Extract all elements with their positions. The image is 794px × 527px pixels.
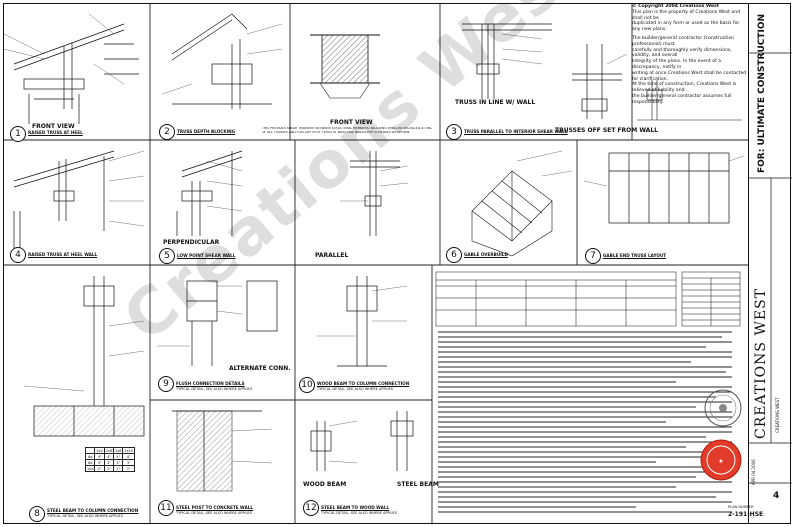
detail-6-number: 6 [446,247,462,263]
detail-8-note: TYPICAL DETAIL, SEE ALSO WHERE APPLIES [47,514,123,518]
detail-5-view2-label: PARALLEL [315,252,349,259]
detail-2-title: TRUSS DEPTH BLOCKING [177,129,236,134]
detail-6-title: GABLE OVERBUILD [464,252,508,257]
general-notes-block [438,331,732,513]
detail-10-drawing [317,276,408,367]
detail-8-number: 8 [29,506,45,522]
detail-5-parallel-drawing [340,151,409,236]
detail-9-number: 9 [158,376,174,392]
detail-8-title: STEEL BEAM TO COLUMN CONNECTION [47,508,139,513]
svg-text:★: ★ [718,458,723,465]
detail-1-view-label: FRONT VIEW [32,123,75,130]
title-block: FOR: ULTIMATE CONSTRUCTION CREATIONS WES… [748,3,792,524]
detail-3-number: 3 [446,124,462,140]
copyright-text: carefully and thoroughly verify dimensio… [632,47,732,59]
detail-10-title: WOOD BEAM TO COLUMN CONNECTION [317,381,410,386]
detail-3-drawing [462,23,628,119]
detail-9-drawing [157,280,278,366]
detail-8-drawing [23,276,145,437]
detail-4-drawing [13,150,145,251]
copyright-text: integrity of the plans. In the event of … [632,59,721,70]
detail-3-view-label: TRUSS IN LINE W/ WALL [455,99,536,106]
detail-6-drawing [471,150,573,257]
copyright-line: © Copyright 2004 Creations West [632,4,719,9]
detail-11-title: STEEL POST TO CONCRETE WALL [176,505,254,510]
detail-5-title: LOW POINT SHEAR WALL [177,253,236,258]
copyright-text: duplicated in any form or used as the ba… [632,21,740,33]
page-number: 4 [773,491,780,501]
detail-5-view-label: PERPENDICULAR [163,239,220,246]
detail-5-drawing [176,150,243,236]
detail-5-number: 5 [159,248,175,264]
detail-2-number: 2 [159,124,175,140]
detail-7-number: 7 [585,248,601,264]
copyright-detail-drawing [637,80,742,121]
copyright-notice: © Copyright 2004 Creations West This pla… [632,4,748,106]
plan-number: 2-191-HSE [728,511,764,518]
header-schedule-table [435,271,741,327]
detail-10-note: TYPICAL DETAIL, SEE ALSO WHERE APPLIES [317,387,393,391]
detail-1-drawing [3,13,139,124]
detail-4-title: RAISED TRUSS AT HEEL WALL [28,252,98,257]
drawing-sheet [3,3,791,524]
detail-2-front-view [310,34,380,99]
red-seal-stamp: ★ [700,439,742,481]
detail-9-view-label: ALTERNATE CONN. [229,365,291,372]
detail-2-view-label: FRONT VIEW [330,119,373,126]
copyright-text: At the time of construction, Creations W… [632,82,737,94]
detail-12-drawing [310,411,414,471]
detail-7-title: GABLE END TRUSS LAYOUT [603,253,667,258]
detail-2-drawing [161,13,283,109]
plan-number-label: PLAN NUMBER [728,505,754,509]
detail-1-title: RAISED TRUSS AT HEEL [28,130,83,135]
copyright-text: The builder/general contractor (construc… [632,35,735,47]
detail-9-note: TYPICAL DETAIL, SEE ALSO WHERE APPLIES [176,387,252,391]
copyright-text: the builder/general contractor assumes f… [632,93,732,105]
firm-name: CREATIONS WEST [753,288,769,439]
detail-12-note: TYPICAL DETAIL, SEE ALSO WHERE APPLIES [321,511,397,515]
firm-address: CREATIONS WEST [775,397,780,433]
detail-9-title: FLUSH CONNECTION DETAILS [176,381,245,386]
detail-3-title: TRUSS PARALLEL TO INTERIOR SHEAR WALL [464,129,568,134]
copyright-text: This plan is the property of Creations W… [632,9,741,21]
detail-12-title: STEEL BEAM TO WOOD WALL [321,505,390,510]
detail-11-number: 11 [158,500,174,516]
detail-2-note: THIS PROVIDES SHEAR TRANSFER BETWEEN STR… [262,127,432,134]
detail-11-note: TYPICAL DETAIL, SEE ALSO WHERE APPLIES [176,511,252,515]
seal-stamp-grey [704,389,742,427]
detail-7-drawing [583,152,745,224]
detail-3-view2-label: TRUSSES OFF SET FROM WALL [555,127,658,134]
date-label: APR 04 2006 [751,459,756,485]
detail-12-number: 12 [303,500,319,516]
detail-1-number: 1 [10,126,26,142]
project-name: FOR: ULTIMATE CONSTRUCTION [757,13,767,173]
detail-10-number: 10 [299,377,315,393]
detail-12-view2-label: STEEL BEAM [397,481,439,488]
detail-12-view-label: WOOD BEAM [303,481,347,488]
detail-4-number: 4 [10,247,26,263]
detail-11-drawing [172,410,273,492]
copyright-text: writing at once Creations West shall be … [632,70,747,82]
